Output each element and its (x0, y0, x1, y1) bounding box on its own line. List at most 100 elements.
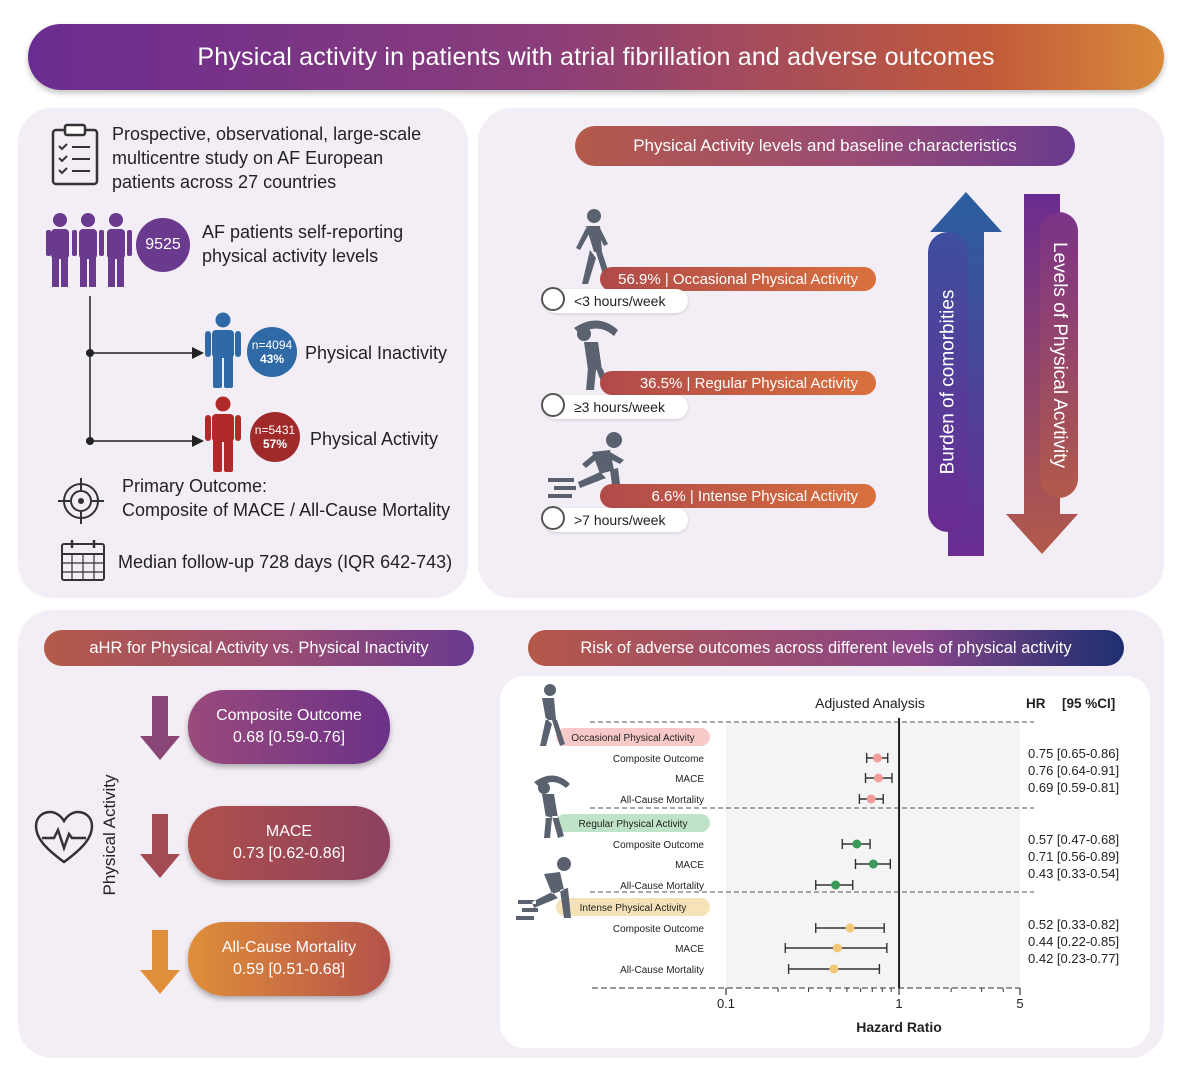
inactive-pct: 43% (259, 352, 285, 366)
running-person-icon (557, 857, 571, 871)
hr-point (831, 880, 841, 890)
ahr-composite-oval: Composite Outcome 0.68 [0.59-0.76] (188, 690, 390, 764)
group-label-pill (556, 728, 710, 746)
design-line-2: multicentre study on AF European (112, 148, 384, 168)
design-line-1: Prospective, observational, large-scale (112, 124, 422, 144)
hr-value: 0.44 [0.22-0.85] (1028, 934, 1119, 949)
patients-count: 9525 (145, 236, 181, 253)
active-pct: 57% (262, 437, 288, 451)
plot-background (726, 722, 1020, 988)
activity-label-pill: Levels of Physical Acvtivity (1040, 212, 1078, 498)
down-arrow-icon (140, 696, 180, 767)
hours-occasional: <3 hours/week (574, 293, 666, 309)
hr-value: 0.71 [0.56-0.89] (1028, 849, 1119, 864)
hr-value: 0.69 [0.59-0.81] (1028, 780, 1119, 795)
clock-icon (541, 506, 565, 530)
outcome-label: Composite Outcome (613, 840, 705, 851)
hr-point (873, 773, 883, 783)
activity-label: Levels of Physical Acvtivity (1049, 242, 1071, 468)
active-label: Physical Activity (310, 429, 439, 449)
ci-column-header: [95 %CI] (1062, 696, 1115, 711)
hours-intense: >7 hours/week (574, 512, 666, 528)
hr-value: 0.52 [0.33-0.82] (1028, 917, 1119, 932)
clock-icon (541, 393, 565, 417)
active-person-icon (205, 396, 241, 477)
x-tick-label: 5 (1016, 996, 1023, 1011)
inactive-badge: n=4094 43% (247, 327, 297, 377)
level-intense-label: 6.6% | Intense Physical Activity (651, 487, 859, 505)
ahr-side-label: Physical Activity (100, 774, 119, 896)
hr-point (868, 859, 878, 869)
ahr-mortality-oval: All-Cause Mortality 0.59 [0.51-0.68] (188, 922, 390, 996)
ahr-header: aHR for Physical Activity vs. Physical I… (44, 630, 474, 666)
ahr-mace-value: 0.73 [0.62-0.86] (232, 845, 346, 862)
level-regular-label: 36.5% | Regular Physical Activity (639, 374, 858, 392)
ahr-side-label-wrap: Physical Activity (95, 775, 125, 896)
group-label: Occasional Physical Activity (571, 733, 694, 744)
patients-line-1: AF patients self-reporting (202, 222, 404, 242)
outcome-label: MACE (675, 860, 704, 871)
group-label: Intense Physical Activity (580, 903, 687, 914)
running-person-icon (516, 872, 571, 920)
hr-column-header: HR (1026, 696, 1046, 711)
patients-text: AF patients self-reporting physical acti… (202, 220, 462, 268)
ahr-mortality-name: All-Cause Mortality (221, 939, 357, 956)
hr-point (829, 964, 839, 974)
followup-text: Median follow-up 728 days (IQR 642-743) (118, 552, 453, 572)
inactive-label: Physical Inactivity (305, 343, 448, 363)
hours-regular: ≥3 hours/week (574, 399, 665, 415)
group-label: Regular Physical Activity (579, 819, 688, 830)
group-label-pill (556, 898, 710, 916)
outcome-line-2: Composite of MACE / All-Cause Mortality (122, 500, 451, 520)
comorbidities-label: Burden of comorbities (937, 289, 959, 475)
hr-point (852, 839, 862, 849)
levels-header: Physical Activity levels and baseline ch… (575, 126, 1075, 166)
down-arrow-icon (140, 814, 180, 885)
hr-value: 0.76 [0.64-0.91] (1028, 763, 1119, 778)
ahr-composite-value: 0.68 [0.59-0.76] (232, 729, 346, 746)
hr-point (845, 923, 855, 933)
group-label-pill (556, 814, 710, 832)
ahr-mortality-value: 0.59 [0.51-0.68] (232, 961, 346, 978)
people-group-icon (44, 210, 132, 295)
hr-value: 0.75 [0.65-0.86] (1028, 746, 1119, 761)
outcome-label: MACE (675, 944, 704, 955)
level-intense-pill: 6.6% | Intense Physical Activity (600, 484, 876, 508)
flow-connector (80, 296, 210, 461)
patients-count-badge: 9525 (136, 218, 190, 272)
hr-point (866, 794, 876, 804)
title-banner: Physical activity in patients with atria… (28, 24, 1164, 90)
hr-value: 0.42 [0.23-0.77] (1028, 951, 1119, 966)
heart-icon (34, 810, 94, 871)
down-arrow-icon (140, 930, 180, 1001)
patients-line-2: physical activity levels (202, 246, 379, 266)
hr-value: 0.57 [0.47-0.68] (1028, 832, 1119, 847)
page-title: Physical activity in patients with atria… (197, 42, 995, 71)
active-badge: n=5431 57% (250, 412, 300, 462)
ahr-mace-oval: MACE 0.73 [0.62-0.86] (188, 806, 390, 880)
level-regular-pill: 36.5% | Regular Physical Activity (600, 371, 876, 395)
x-tick-label: 1 (895, 996, 902, 1011)
outcome-line-1: Primary Outcome: (122, 476, 268, 496)
stretching-person-icon (534, 775, 570, 838)
inactive-n: n=4094 (251, 338, 293, 352)
clipboard-icon (50, 122, 100, 191)
outcome-label: All-Cause Mortality (620, 881, 704, 892)
forest-header: Risk of adverse outcomes across differen… (528, 630, 1124, 666)
ahr-mace-name: MACE (265, 823, 313, 840)
hours-occasional-pill: <3 hours/week (544, 289, 688, 313)
x-tick-label: 0.1 (717, 996, 735, 1011)
forest-header-text: Risk of adverse outcomes across differen… (580, 638, 1072, 657)
outcome-label: MACE (675, 774, 704, 785)
level-occasional-pill: 56.9% | Occasional Physical Activity (600, 267, 876, 291)
walking-person-icon (540, 698, 565, 746)
active-n: n=5431 (254, 423, 296, 437)
hr-point (832, 943, 842, 953)
hr-point (872, 753, 882, 763)
level-occasional-label: 56.9% | Occasional Physical Activity (618, 270, 858, 288)
hours-regular-pill: ≥3 hours/week (544, 395, 688, 419)
comorbidities-label-pill: Burden of comorbities (928, 232, 968, 532)
inactive-person-icon (205, 312, 241, 393)
